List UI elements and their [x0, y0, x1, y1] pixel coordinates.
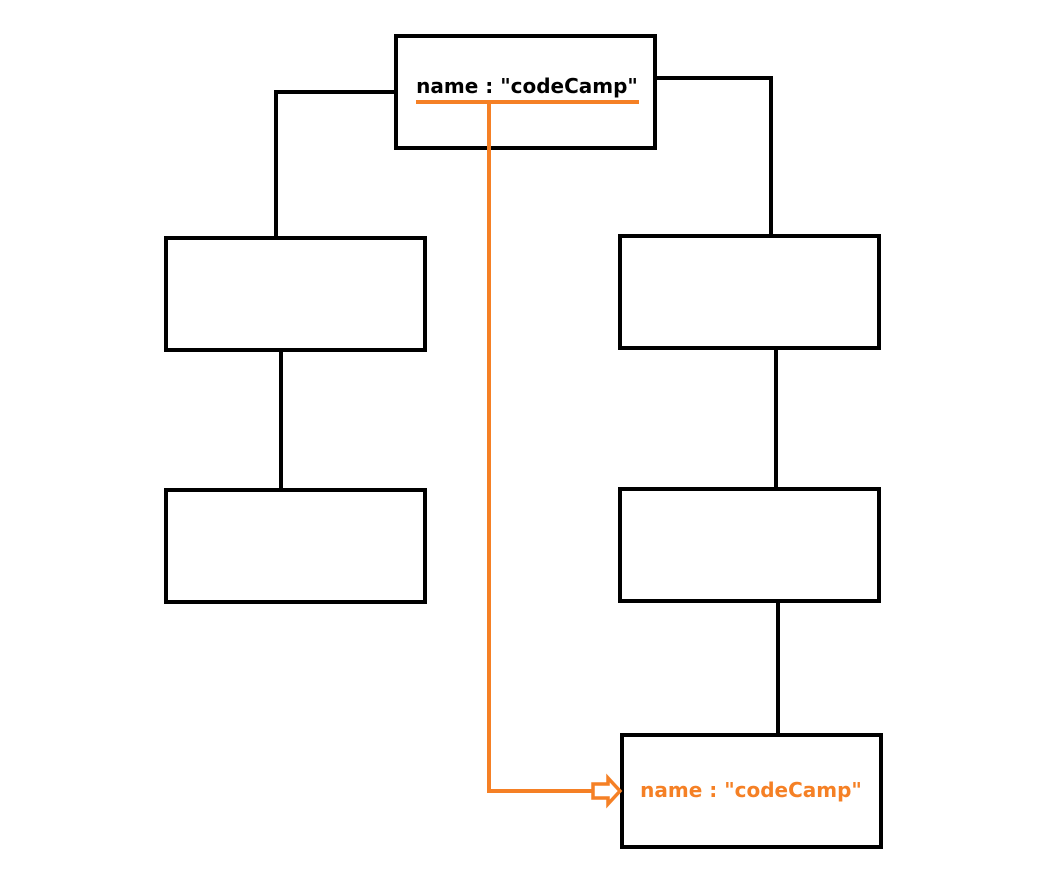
target-label: name : "codeCamp"	[640, 778, 862, 802]
root-node	[394, 34, 657, 150]
right-child-node	[618, 234, 881, 350]
root-label: name : "codeCamp"	[416, 74, 638, 98]
left-child-node	[164, 236, 427, 352]
target-node	[620, 733, 883, 849]
copy-flow-line	[487, 102, 593, 793]
connector-root-right	[655, 76, 773, 236]
connector-root-left	[274, 90, 396, 238]
right-grandchild-node	[618, 487, 881, 603]
copy-flow-arrowhead	[591, 773, 623, 809]
left-grandchild-node	[164, 488, 427, 604]
